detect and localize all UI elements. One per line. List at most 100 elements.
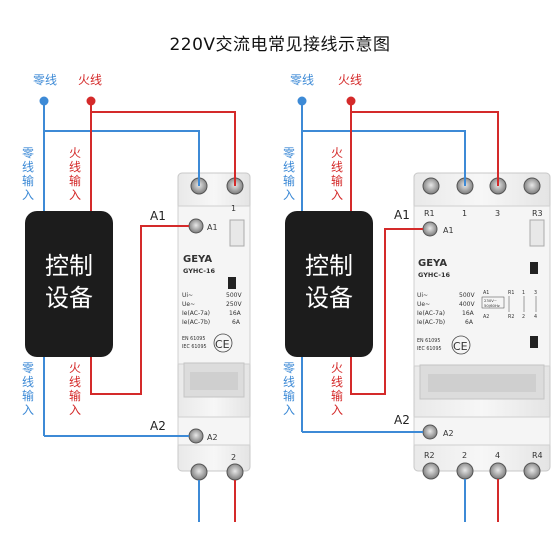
left-spec-label-0: Ui~ xyxy=(182,292,193,299)
right-terminal-bottom-2: 2 xyxy=(462,451,467,460)
left-live-input-bottom-char-1: 线 xyxy=(69,375,81,389)
right-live-input-bottom-char-1: 线 xyxy=(331,375,343,389)
right-neutral-input-bottom-char-1: 线 xyxy=(283,375,295,389)
left-bottom-screw-1 xyxy=(190,463,208,481)
right-live-input-bottom: 火 线 输 入 xyxy=(331,361,343,417)
right-coil-rating-0: 230V~ xyxy=(484,298,497,303)
right-live-source-dot xyxy=(346,96,356,106)
right-a2-screw xyxy=(422,424,438,440)
right-schematic-bottom-4: 4 xyxy=(534,314,537,320)
left-a1-screw xyxy=(188,218,204,234)
right-live-input-top: 火 线 输 入 xyxy=(331,146,343,202)
right-neutral-source-dot xyxy=(297,96,307,106)
left-live-input-bottom: 火 线 输 入 xyxy=(69,361,81,417)
left-model: GYHC-16 xyxy=(183,267,215,275)
right-top-screw-r1 xyxy=(422,177,440,195)
right-terminal-a1: A1 xyxy=(443,226,454,235)
right-bottom-screw-4 xyxy=(489,462,507,480)
left-neutral-input-bottom: 零 线 输 入 xyxy=(22,361,34,417)
right-a1-screw xyxy=(422,221,438,237)
right-terminal-a2: A2 xyxy=(443,429,454,438)
left-ce-mark: CE xyxy=(215,338,230,351)
left-neutral-wire xyxy=(43,105,200,186)
right-bottom-screw-r2 xyxy=(422,462,440,480)
left-neutral-input-top-char-2: 输 xyxy=(22,173,34,188)
right-terminal-bottom-r4: R4 xyxy=(532,451,543,460)
right-schematic: A1 R1 1 3 230V~ 50/60Hz A2 R2 2 4 xyxy=(481,290,537,320)
left-a2-callout: A2 xyxy=(150,419,166,433)
right-live-input-bottom-char-0: 火 xyxy=(331,361,343,375)
right-live-input-top-char-3: 入 xyxy=(331,188,343,202)
right-coil-rating-1: 50/60Hz xyxy=(484,303,500,308)
left-spec-value-3: 6A xyxy=(232,319,241,326)
right-neutral-input-top-char-2: 输 xyxy=(283,173,295,188)
left-neutral-source-dot xyxy=(39,96,49,106)
right-terminal-top-r3: R3 xyxy=(532,209,543,218)
right-top-screw-r3 xyxy=(523,177,541,195)
left-control-box-line-2: 设备 xyxy=(45,284,93,312)
right-spec-block: Ui~ Ue~ Ie(AC-7a) Ie(AC-7b) 500V 400V 16… xyxy=(417,292,475,326)
right-indicator-window xyxy=(530,262,538,274)
left-live-input-top-char-0: 火 xyxy=(69,146,81,160)
left-neutral-input-top-char-0: 零 xyxy=(22,146,34,160)
right-a2-callout: A2 xyxy=(394,413,410,427)
left-live-input-top-char-1: 线 xyxy=(69,160,81,174)
right-terminal-top-r1: R1 xyxy=(424,209,435,218)
right-coil-rating-box xyxy=(481,296,505,309)
left-spec-label-3: Ie(AC-7b) xyxy=(182,319,210,326)
right-neutral-input-bottom: 零 线 输 入 xyxy=(283,361,295,417)
left-spec-value-1: 250V xyxy=(226,301,242,308)
left-spec-value-0: 500V xyxy=(226,292,242,299)
left-terminal-top-1: 1 xyxy=(231,204,236,213)
right-control-box xyxy=(285,211,373,357)
left-standard-1: IEC 61095 xyxy=(182,344,207,350)
right-bottom-screw-2 xyxy=(456,462,474,480)
left-neutral-input-top: 零 线 输 入 xyxy=(22,146,34,202)
right-ce-mark-ring xyxy=(451,335,471,355)
right-terminal-bottom-r2: R2 xyxy=(424,451,435,460)
right-bottom-screw-r4 xyxy=(523,462,541,480)
right-live-input-top-char-0: 火 xyxy=(331,146,343,160)
left-spec-label-1: Ue~ xyxy=(182,301,195,308)
right-live-label: 火线 xyxy=(338,73,362,87)
right-schematic-top-1: 1 xyxy=(522,290,525,296)
left-live-label: 火线 xyxy=(78,73,102,87)
left-live-input-bottom-char-0: 火 xyxy=(69,361,81,375)
left-diagram: 零线 火线 1 A1 xyxy=(22,73,251,522)
right-model: GYHC-16 xyxy=(418,271,450,279)
right-spec-label-3: Ie(AC-7b) xyxy=(417,319,445,326)
right-neutral-label: 零线 xyxy=(290,73,314,87)
left-neutral-label: 零线 xyxy=(33,73,57,87)
left-live-to-a1 xyxy=(90,225,189,395)
left-terminal-bottom-2: 2 xyxy=(231,453,236,462)
right-control-box-line-2: 设备 xyxy=(305,284,353,312)
left-bottom-screw-2 xyxy=(226,463,244,481)
right-terminal-top-1: 1 xyxy=(462,209,467,218)
left-a2-screw xyxy=(188,428,204,444)
right-neutral-wire xyxy=(301,105,466,186)
right-spec-label-0: Ui~ xyxy=(417,292,428,299)
right-standard-0: EN 61095 xyxy=(417,338,440,344)
left-control-box-line-1: 控制 xyxy=(45,252,93,280)
right-aux-window xyxy=(530,336,538,348)
right-live-wire xyxy=(350,105,499,186)
right-spec-label-1: Ue~ xyxy=(417,301,430,308)
right-live-input-bottom-char-2: 输 xyxy=(331,388,343,403)
right-live-input-top-char-1: 线 xyxy=(331,160,343,174)
left-live-wire xyxy=(90,105,236,186)
right-neutral-input-bottom-char-3: 入 xyxy=(283,403,295,417)
left-spec-block: Ui~ Ue~ Ie(AC-7a) Ie(AC-7b) 500V 250V 16… xyxy=(182,292,242,326)
left-live-input-bottom-char-2: 输 xyxy=(69,388,81,403)
right-neutral-input-top: 零 线 输 入 xyxy=(283,146,295,202)
right-live-to-a1 xyxy=(350,228,423,395)
left-live-input-top-char-3: 入 xyxy=(69,188,81,202)
right-ce-mark: CE xyxy=(453,340,468,353)
right-standard-1: IEC 61095 xyxy=(417,346,442,352)
right-schematic-top-a1: A1 xyxy=(483,290,489,296)
right-spec-value-0: 500V xyxy=(459,292,475,299)
left-neutral-input-top-char-1: 线 xyxy=(22,160,34,174)
left-live-input-top-char-2: 输 xyxy=(69,173,81,188)
left-standard-0: EN 61095 xyxy=(182,336,205,342)
left-indicator-window xyxy=(228,277,236,289)
